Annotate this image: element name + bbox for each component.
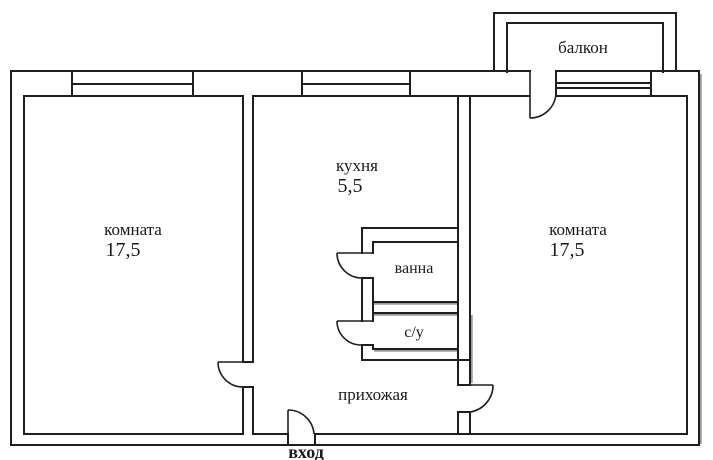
entrance-door: [287, 409, 315, 435]
bath-block-outer-wall: [361, 227, 471, 361]
right-room-door-jambs: [457, 384, 471, 413]
kitchen-window: [301, 70, 411, 97]
kitchen-area: 5,5: [338, 175, 363, 197]
wall-shadows: [374, 74, 702, 444]
bathroom-label: ванна: [395, 260, 434, 277]
windows: [71, 70, 652, 97]
right-room-area: 17,5: [550, 239, 585, 261]
right-room-window: [555, 70, 652, 97]
balcony-door: [529, 72, 557, 119]
toilet-label: с/у: [404, 324, 424, 341]
toilet-door: [336, 320, 373, 346]
bathroom-box: [372, 241, 459, 303]
doors: [217, 72, 557, 435]
toilet-box: [372, 312, 459, 350]
left-room-label: комната: [104, 220, 162, 239]
right-room-label: комната: [549, 220, 607, 239]
left-room-door-jambs: [242, 361, 254, 388]
kitchen-label: кухня: [336, 156, 378, 175]
balcony-inner-wall: [506, 22, 664, 73]
right-room-door: [469, 384, 494, 413]
walls: [10, 12, 700, 446]
labels: балкон комната 17,5 кухня 5,5 комната 17…: [104, 38, 608, 460]
left-room-door: [217, 361, 244, 388]
balcony-label: балкон: [558, 38, 608, 57]
left-room-area: 17,5: [106, 239, 141, 261]
left-room-window: [71, 70, 194, 97]
balcony-outer-wall: [493, 12, 677, 72]
bathroom-door: [336, 252, 373, 279]
hallway-label: прихожая: [338, 385, 408, 404]
entrance-jambs: [287, 433, 316, 446]
entrance-label: вход: [288, 442, 324, 460]
left-room-wall: [23, 95, 244, 435]
